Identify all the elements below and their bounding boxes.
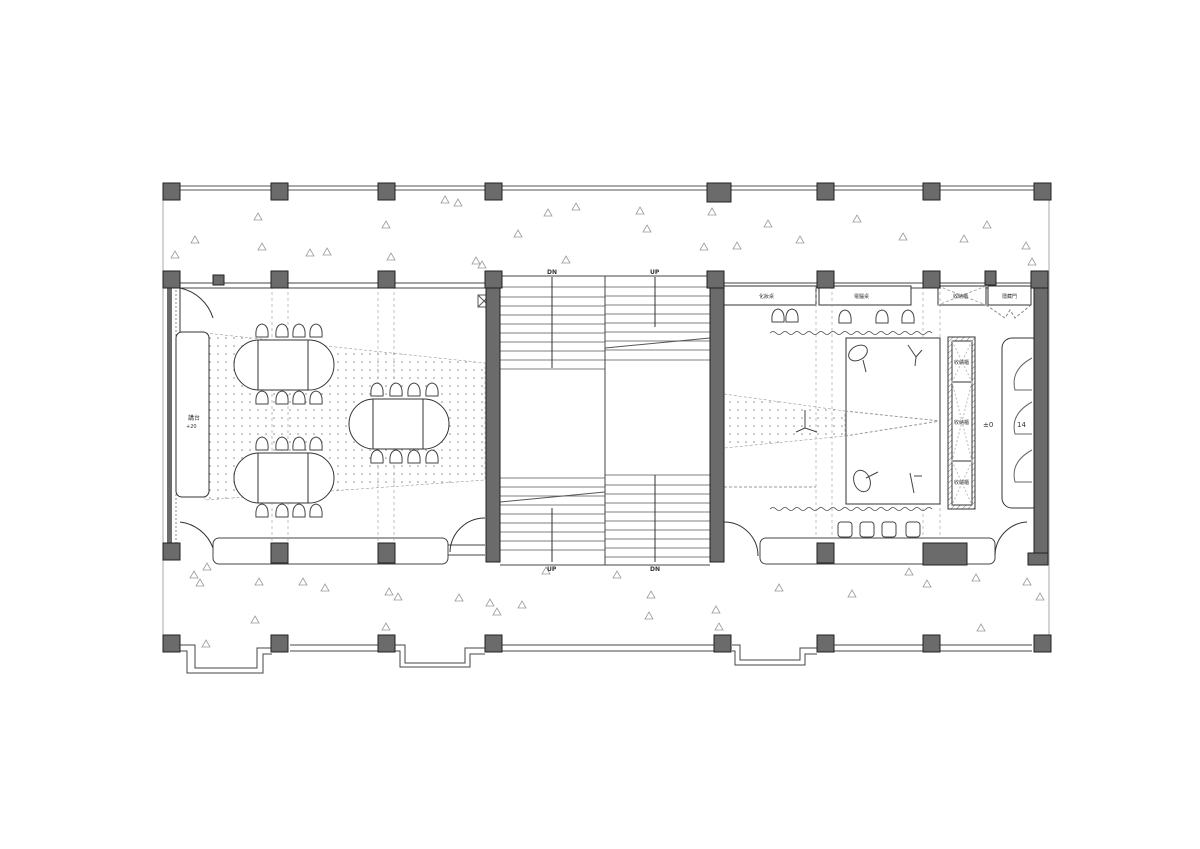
makeup-desk-label: 化妝桌 (759, 293, 774, 300)
table (233, 339, 335, 391)
storage-2-label: 收納櫃 (954, 419, 969, 426)
stage-platform (175, 331, 210, 498)
stair-up-bottom: UP (547, 566, 557, 573)
level-14-label: 14 (1017, 421, 1026, 429)
stair-dn-top: DN (547, 269, 557, 276)
bottom-facade (178, 644, 1032, 674)
storage-1-label: 收納櫃 (954, 359, 969, 366)
table (348, 398, 450, 450)
studio-right: 化妝桌 電腦桌 收納櫃 隱藏門 (722, 282, 1043, 565)
walls (485, 271, 1049, 566)
hidden-door-label: 隱藏門 (1002, 293, 1017, 300)
storage-3-label: 收納櫃 (954, 479, 969, 486)
stage-label: 講台 (188, 414, 200, 422)
table (233, 452, 335, 504)
storage-top-label: 收納櫃 (953, 293, 968, 300)
terrace-bottom-texture (189, 562, 1045, 648)
classroom-left: 講台 +20 (167, 282, 491, 565)
outer-frame (162, 185, 1050, 645)
stair-dn-bottom: DN (650, 566, 660, 573)
stairwell: DN UP UP DN (499, 269, 711, 573)
stair-up-top: UP (650, 269, 660, 276)
lights (795, 344, 923, 494)
stage-level: +20 (186, 424, 197, 430)
columns (162, 182, 1052, 653)
terrace-top-texture (170, 195, 1037, 269)
computer-desk-label: 電腦桌 (854, 293, 869, 300)
level-zero-label: ±0 (983, 421, 993, 429)
